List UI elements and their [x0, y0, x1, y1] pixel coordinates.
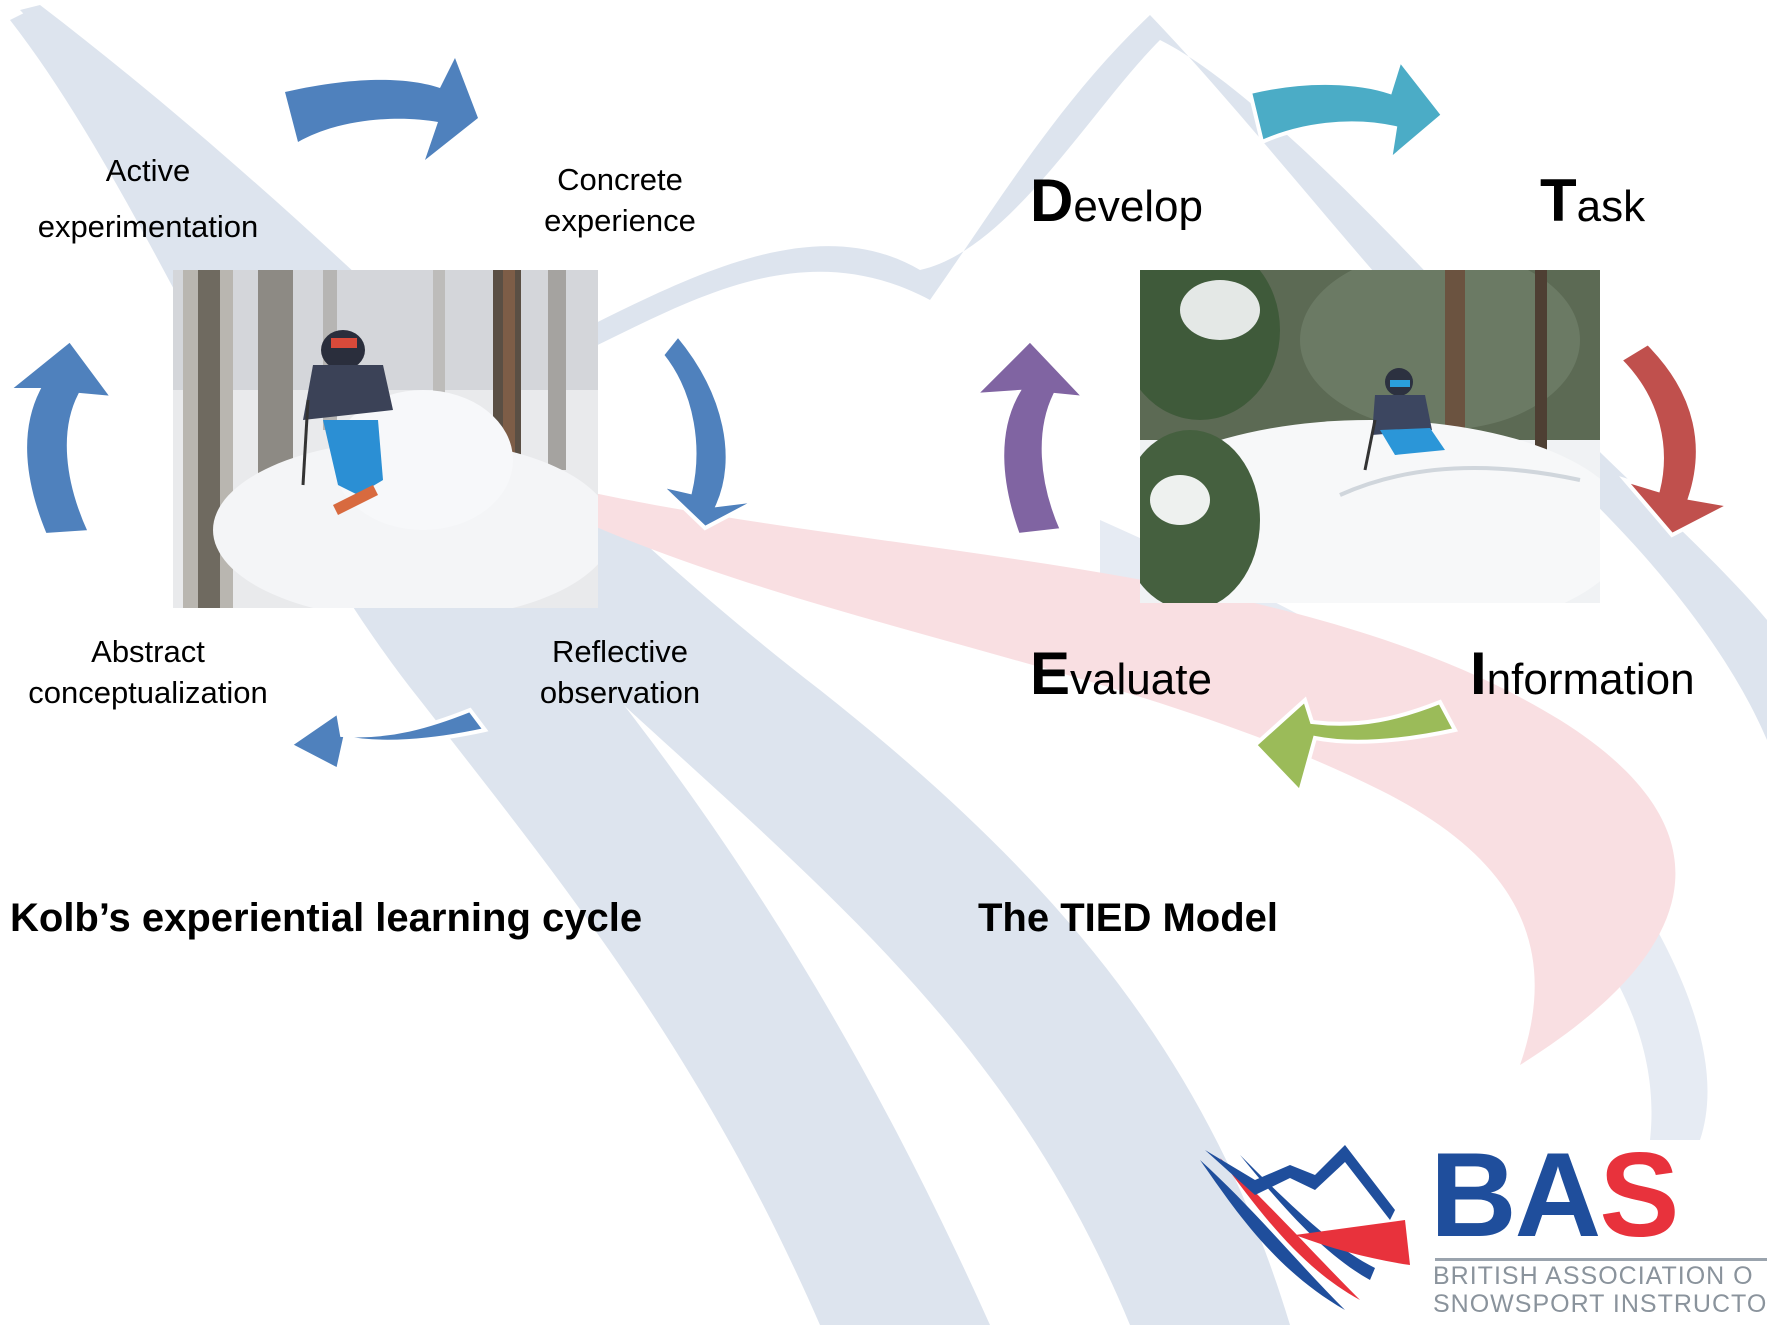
kolb-concrete-line2: experience: [544, 203, 696, 238]
basi-logo-mark: [1200, 1145, 1410, 1310]
kolb-reflective-observation: Reflective observation: [520, 631, 720, 713]
tied-information-rest: nformation: [1486, 655, 1695, 704]
kolb-reflective-line2: observation: [539, 675, 701, 710]
kolb-abstract-line1: Abstract: [91, 634, 205, 669]
kolb-abstract-conceptualization: Abstract conceptualization: [10, 631, 286, 713]
basi-divider: [1435, 1258, 1767, 1261]
tied-evaluate-label: Evaluate: [1030, 644, 1212, 707]
tied-arrow-information: [1616, 340, 1737, 538]
tied-develop-initial: D: [1030, 167, 1074, 234]
tied-skier-photo: [1140, 270, 1600, 603]
kolb-arrow-bottom: [286, 707, 489, 773]
kolb-reflective-line1: Reflective: [551, 634, 689, 669]
basi-letter-s: S: [1599, 1128, 1679, 1262]
tied-evaluate-initial: E: [1030, 640, 1071, 707]
kolb-arrow-right: [653, 331, 759, 531]
basi-logo: BAS BRITISH ASSOCIATION O SNOWSPORT INST…: [1195, 1130, 1767, 1325]
basi-letters: BAS: [1430, 1128, 1679, 1262]
kolb-title: Kolb’s experiential learning cycle: [10, 896, 643, 940]
tied-task-label: Task: [1540, 171, 1646, 234]
kolb-active-line1: Active: [105, 153, 191, 188]
tied-develop-rest: evelop: [1073, 182, 1204, 231]
tied-arrow-develop: [969, 337, 1091, 538]
tied-evaluate-rest: valuate: [1070, 655, 1212, 704]
tied-arrow-evaluate: [1252, 696, 1459, 796]
basi-logo-letters: BAS: [1430, 1128, 1679, 1262]
tied-arrow-task: [1247, 55, 1446, 166]
basi-line1: BRITISH ASSOCIATION O: [1433, 1262, 1754, 1290]
red-swoosh: [580, 490, 1676, 1065]
kolb-arrow-left: [2, 337, 118, 538]
kolb-active-line2: experimentation: [37, 209, 259, 244]
tied-information-initial: I: [1470, 640, 1487, 707]
kolb-concrete-line1: Concrete: [557, 162, 683, 197]
kolb-active-experimentation: Active experimentation: [20, 150, 276, 247]
kolb-skier-photo: [173, 270, 598, 608]
tied-task-initial: T: [1540, 167, 1577, 234]
basi-line2: SNOWSPORT INSTRUCTOR: [1433, 1290, 1767, 1318]
tied-develop-label: Develop: [1030, 171, 1204, 234]
tied-task-rest: ask: [1576, 182, 1646, 231]
tied-title: The TIED Model: [978, 896, 1278, 940]
tied-information-label: Information: [1470, 644, 1695, 707]
kolb-concrete-experience: Concrete experience: [520, 159, 720, 241]
kolb-abstract-line2: conceptualization: [28, 675, 268, 710]
kolb-arrow-top: [285, 58, 478, 160]
